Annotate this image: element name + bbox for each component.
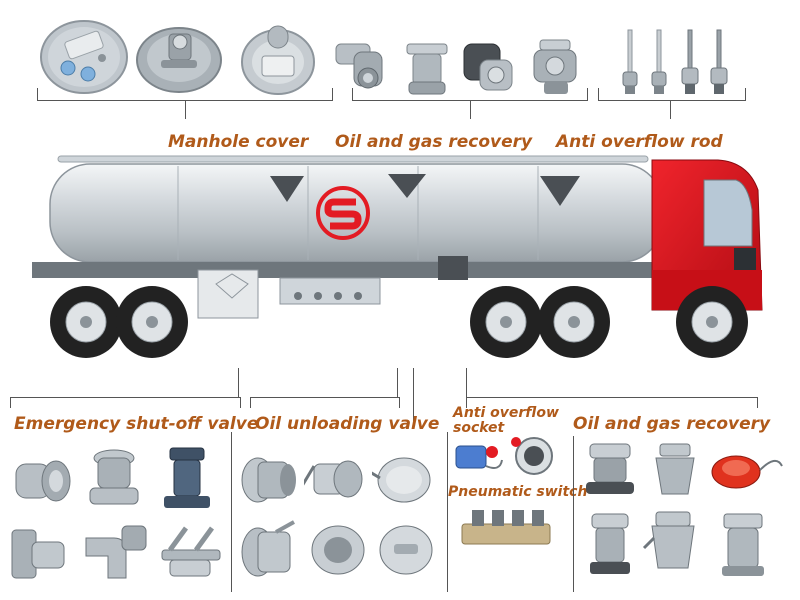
recovery-bottom-4-icon (642, 511, 695, 569)
recovery-bottom-1-icon (586, 443, 634, 494)
manhole-bracket (37, 88, 333, 101)
emergency-valve-2-icon (89, 449, 139, 505)
recovery-bottom-5-icon (722, 513, 764, 576)
anti-overflow-rod-2-icon (651, 29, 667, 94)
recovery-valve-2-icon (406, 43, 448, 95)
recovery-bottom-3-icon (590, 513, 630, 574)
recovery-valve-1-icon (335, 43, 383, 89)
manhole-cover-3-icon (241, 25, 315, 95)
recovery-top-bracket-stem (470, 101, 471, 119)
socket-bracket (413, 410, 414, 421)
label-manhole-cover: Manhole cover (168, 132, 309, 152)
tanker-truck-icon (32, 155, 763, 358)
emergency-valve-1-icon (15, 460, 71, 502)
label-oil-unloading-valve: Oil unloading valve (255, 414, 440, 434)
label-anti-overflow-rod: Anti overflow rod (556, 132, 723, 152)
label-emergency-shut-off-valve: Emergency shut-off valve (14, 414, 259, 434)
manhole-cover-2-icon (136, 27, 222, 93)
manhole-cover-1-icon (40, 20, 128, 94)
divider-socket (573, 436, 574, 592)
socket-stem (413, 368, 414, 412)
unloading-valve-1-icon (241, 457, 296, 503)
recovery-bottom-bracket (466, 397, 758, 408)
manhole-bracket-stem (185, 101, 186, 119)
emergency-bracket (10, 397, 241, 408)
divider-emergency (231, 432, 232, 592)
anti-overflow-socket-1-icon (455, 445, 503, 469)
divider-unloading (447, 432, 448, 592)
anti-overflow-socket-2-icon (511, 437, 553, 475)
anti-overflow-rod-3-icon (681, 29, 699, 94)
recovery-bottom-stem (466, 368, 467, 398)
label-oil-gas-recovery-bottom: Oil and gas recovery (573, 414, 771, 434)
pneumatic-switch-icon (461, 510, 551, 545)
label-pneumatic-switch: Pneumatic switch (448, 484, 588, 500)
rod-bracket-stem (670, 101, 671, 119)
recovery-valve-4-icon (533, 39, 577, 94)
recovery-valve-3-icon (463, 43, 513, 91)
recovery-bottom-cap-icon (711, 455, 783, 489)
recovery-top-bracket (352, 88, 588, 101)
anti-overflow-rod-4-icon (710, 29, 728, 94)
red-s-logo-icon (316, 186, 370, 240)
unloading-stem (397, 368, 398, 398)
label-oil-gas-recovery-top: Oil and gas recovery (335, 132, 533, 152)
unloading-cap-1-icon (372, 457, 431, 503)
label-anti-overflow-socket-1: Anti overflow (453, 405, 559, 421)
unloading-valve-4-icon (311, 525, 365, 575)
unloading-cap-2-icon (379, 525, 433, 575)
unloading-valve-2-icon (304, 460, 363, 498)
emergency-valve-5-icon (85, 525, 147, 579)
unloading-valve-3-icon (241, 520, 295, 577)
emergency-stem (238, 368, 239, 398)
anti-overflow-rod-1-icon (622, 29, 638, 94)
label-anti-overflow-socket-2: socket (453, 420, 505, 436)
unloading-bracket (250, 397, 400, 408)
emergency-valve-6-icon (161, 526, 221, 577)
emergency-valve-4-icon (11, 529, 65, 579)
recovery-bottom-2-icon (655, 443, 695, 495)
emergency-valve-3-icon (164, 447, 210, 508)
rod-bracket (598, 88, 746, 101)
